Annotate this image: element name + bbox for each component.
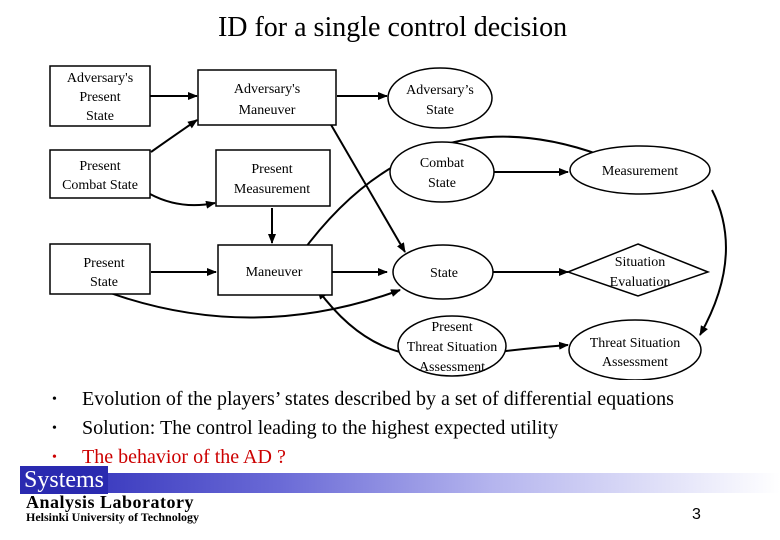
slide-title: ID for a single control decision xyxy=(217,12,568,43)
page-number: 3 xyxy=(692,506,701,523)
svg-text:Maneuver: Maneuver xyxy=(246,265,303,280)
svg-text:Measurement: Measurement xyxy=(602,164,678,179)
arc-adv-maneuver-to-state xyxy=(329,122,406,253)
bullet-list: • Evolution of the players’ states descri… xyxy=(52,385,674,472)
arc-present-threat-to-maneuver xyxy=(317,289,401,353)
arc-present-state-to-state-curve xyxy=(101,289,401,319)
logo-lab-name: Analysis Laboratory xyxy=(26,492,195,512)
node-state: State xyxy=(392,244,494,300)
arc-present-threat-to-threat xyxy=(496,341,569,353)
bullet-glyph: • xyxy=(52,392,57,407)
logo-university: Helsinki University of Technology xyxy=(26,510,200,524)
arc-present-combat-to-adv-maneuver xyxy=(150,119,198,153)
logo-systems: Systems xyxy=(20,466,109,494)
lab-logo: Systems Analysis Laboratory Helsinki Uni… xyxy=(20,464,780,540)
logo-gradient-bar xyxy=(64,473,780,493)
arcs xyxy=(101,92,727,353)
svg-text:State: State xyxy=(430,266,458,281)
arc-present-combat-to-present-measurement xyxy=(149,193,216,209)
bullet-item: • The behavior of the AD ? xyxy=(52,443,674,472)
bullet-text: Evolution of the players’ states describ… xyxy=(82,388,674,410)
bullet-glyph: • xyxy=(52,450,57,465)
bullet-item: • Evolution of the players’ states descri… xyxy=(52,385,674,414)
bullet-text: Solution: The control leading to the hig… xyxy=(82,417,559,439)
bullet-text: The behavior of the AD ? xyxy=(82,446,286,468)
node-measurement: Measurement xyxy=(569,145,711,195)
arc-measurement-to-threat xyxy=(699,189,727,336)
bullet-glyph: • xyxy=(52,421,57,436)
node-maneuver: Maneuver xyxy=(217,244,333,296)
bullet-item: • Solution: The control leading to the hi… xyxy=(52,414,674,443)
